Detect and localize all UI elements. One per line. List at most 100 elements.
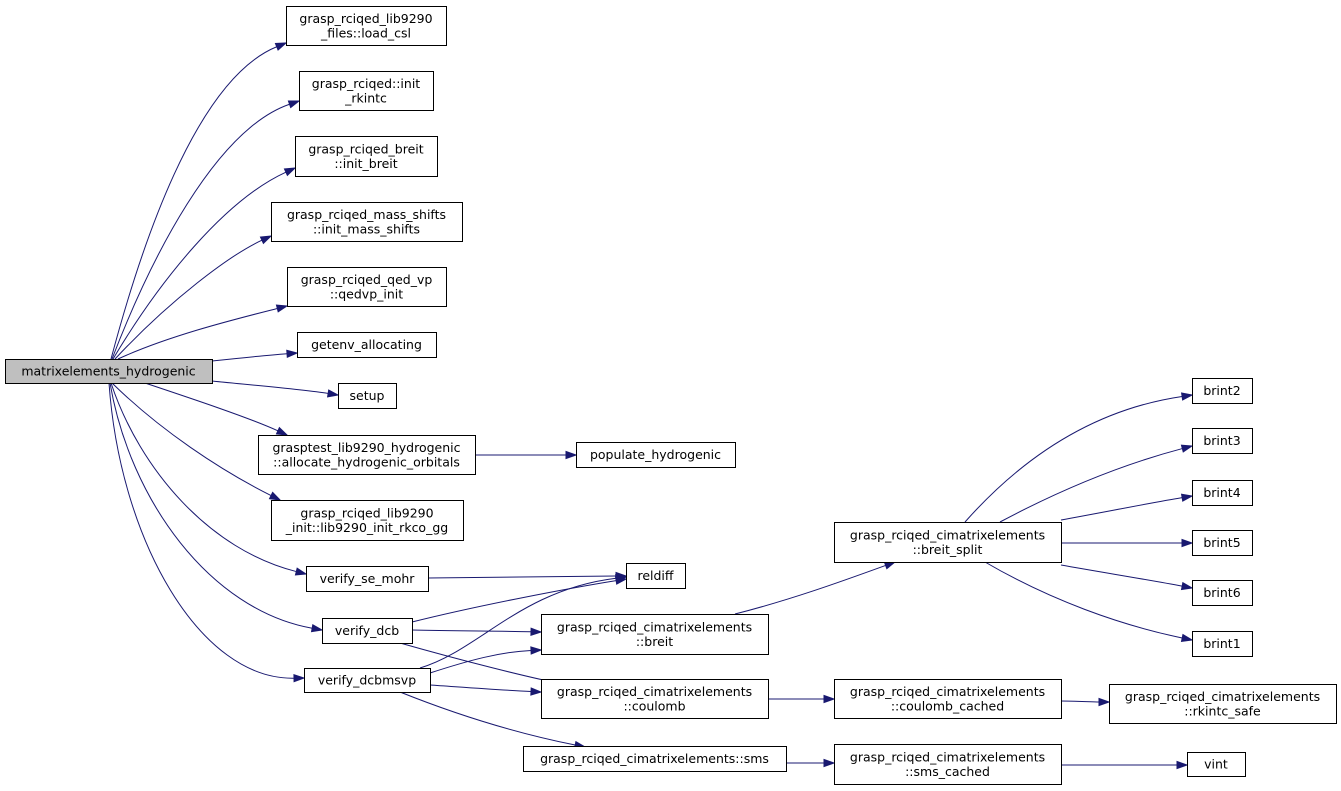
node-breit[interactable]: grasp_rciqed_cimatrixelements::breit (541, 614, 769, 655)
node-load-csl[interactable]: grasp_rciqed_lib9290_files::load_csl (286, 6, 447, 46)
node-label: grasp_rciqed_cimatrixelements (557, 684, 752, 699)
node-box (541, 614, 769, 655)
node-coulomb[interactable]: grasp_rciqed_cimatrixelements::coulomb (541, 679, 769, 719)
node-brint5[interactable]: brint5 (1192, 530, 1253, 556)
node-label: matrixelements_hydrogenic (21, 364, 195, 379)
edge-matrixelements_hydrogenic-to-qedvp_init (117, 304, 289, 360)
node-lib9290-init-rkco-gg[interactable]: grasp_rciqed_lib9290_init::lib9290_init_… (271, 500, 464, 541)
edge-line (734, 564, 886, 615)
node-vint[interactable]: vint (1187, 752, 1246, 777)
node-brint4[interactable]: brint4 (1192, 480, 1253, 506)
node-label: vint (1204, 757, 1228, 772)
node-label: _init::lib9290_init_rkco_gg (285, 520, 448, 535)
edge-matrixelements_hydrogenic-to-getenv_allocating (211, 349, 299, 362)
node-label: ::coulomb (623, 698, 685, 713)
edge-line (109, 382, 313, 629)
node-box (1187, 752, 1246, 777)
node-rkintc-safe[interactable]: grasp_rciqed_cimatrixelements::rkintc_sa… (1109, 684, 1337, 724)
edge-arrowhead (1098, 697, 1111, 707)
node-label: brint1 (1203, 636, 1240, 651)
node-populate-hydrogenic[interactable]: populate_hydrogenic (576, 442, 736, 468)
node-brint6[interactable]: brint6 (1192, 580, 1253, 606)
edge-line (1060, 564, 1183, 587)
node-box (1192, 631, 1253, 657)
node-brint2[interactable]: brint2 (1192, 378, 1253, 404)
edge-arrowhead (1180, 633, 1194, 642)
node-coulomb-cached[interactable]: grasp_rciqed_cimatrixelements::coulomb_c… (834, 679, 1062, 719)
edge-line (111, 382, 272, 496)
node-box (576, 442, 736, 468)
edge-breit_split-to-brint5 (1060, 538, 1194, 548)
node-label: ::init_mass_shifts (313, 221, 420, 236)
node-label: brint2 (1203, 383, 1240, 398)
node-getenv-allocating[interactable]: getenv_allocating (297, 332, 437, 358)
edge-arrowhead (310, 624, 324, 633)
node-init-rkintc[interactable]: grasp_rciqed::init_rkintc (299, 71, 434, 111)
node-label: grasp_rciqed_cimatrixelements (850, 527, 1045, 542)
node-box (1109, 684, 1337, 724)
edge-verify_se_mohr-to-reldiff (427, 571, 628, 581)
node-box (834, 679, 1062, 719)
edge-breit_split-to-brint3 (999, 444, 1194, 523)
node-label: brint6 (1203, 585, 1240, 600)
node-verify-se-mohr[interactable]: verify_se_mohr (306, 566, 429, 592)
node-sms-cached[interactable]: grasp_rciqed_cimatrixelements::sms_cache… (834, 744, 1062, 785)
node-box (297, 332, 437, 358)
edge-arrowhead (615, 574, 628, 583)
node-label: grasp_rciqed_cimatrixelements::sms (540, 751, 769, 766)
node-label: grasp_rciqed_breit (308, 141, 423, 156)
node-label: ::sms_cached (905, 764, 990, 779)
node-box (834, 744, 1062, 785)
edge-arrowhead (275, 426, 289, 436)
edge-line (211, 353, 288, 362)
node-label: ::init_breit (334, 156, 397, 171)
edge-verify_dcb-to-breit (411, 627, 543, 636)
edge-sms-to-sms_cached (786, 758, 836, 768)
edge-coulomb_cached-to-rkintc_safe (1060, 697, 1111, 707)
node-breit-split[interactable]: grasp_rciqed_cimatrixelements::breit_spl… (834, 522, 1062, 563)
edge-line (114, 239, 263, 360)
node-label: setup (350, 388, 385, 403)
edge-arrowhead (286, 349, 299, 358)
node-label: populate_hydrogenic (590, 447, 721, 462)
node-allocate-hydrogenic-orbitals[interactable]: grasptest_lib9290_hydrogenic::allocate_h… (258, 435, 476, 475)
node-label: verify_dcbmsvp (318, 673, 416, 688)
node-qedvp-init[interactable]: grasp_rciqed_qed_vp::qedvp_init (287, 267, 447, 307)
node-brint3[interactable]: brint3 (1192, 428, 1253, 454)
node-label: reldiff (637, 568, 673, 583)
node-label: brint3 (1203, 433, 1240, 448)
edge-arrowhead (1180, 493, 1194, 502)
node-box (287, 267, 447, 307)
node-box (5, 359, 213, 384)
node-box (295, 136, 438, 177)
node-box (523, 746, 787, 772)
edge-line (110, 46, 277, 360)
node-box (322, 618, 413, 644)
node-verify-dcb[interactable]: verify_dcb (322, 618, 413, 644)
edge-breit_split-to-brint2 (964, 392, 1194, 523)
node-matrixelements-hydrogenic[interactable]: matrixelements_hydrogenic (5, 359, 213, 384)
edge-arrowhead (293, 673, 306, 683)
edge-line (399, 691, 576, 746)
node-brint1[interactable]: brint1 (1192, 631, 1253, 657)
edge-breit_split-to-brint6 (1060, 564, 1194, 591)
edge-verify_dcbmsvp-to-coulomb (429, 684, 543, 696)
edge-arrowhead (823, 694, 836, 704)
node-label: ::breit (636, 634, 673, 649)
edge-arrowhead (1180, 392, 1194, 401)
node-label: ::allocate_hydrogenic_orbitals (273, 454, 460, 469)
call-edges (108, 42, 1194, 770)
node-box (1192, 428, 1253, 454)
node-reldiff[interactable]: reldiff (626, 563, 686, 589)
node-setup[interactable]: setup (338, 383, 397, 409)
node-label: ::breit_split (913, 542, 983, 557)
node-box (834, 522, 1062, 563)
node-box (338, 383, 397, 409)
node-label: grasp_rciqed_cimatrixelements (1125, 689, 1320, 704)
node-init-mass-shifts[interactable]: grasp_rciqed_mass_shifts::init_mass_shif… (271, 202, 463, 242)
node-verify-dcbmsvp[interactable]: verify_dcbmsvp (304, 668, 431, 693)
edge-arrowhead (530, 627, 543, 636)
node-init-breit[interactable]: grasp_rciqed_breit::init_breit (295, 136, 438, 177)
edge-arrowhead (530, 687, 543, 696)
node-sms[interactable]: grasp_rciqed_cimatrixelements::sms (523, 746, 787, 772)
